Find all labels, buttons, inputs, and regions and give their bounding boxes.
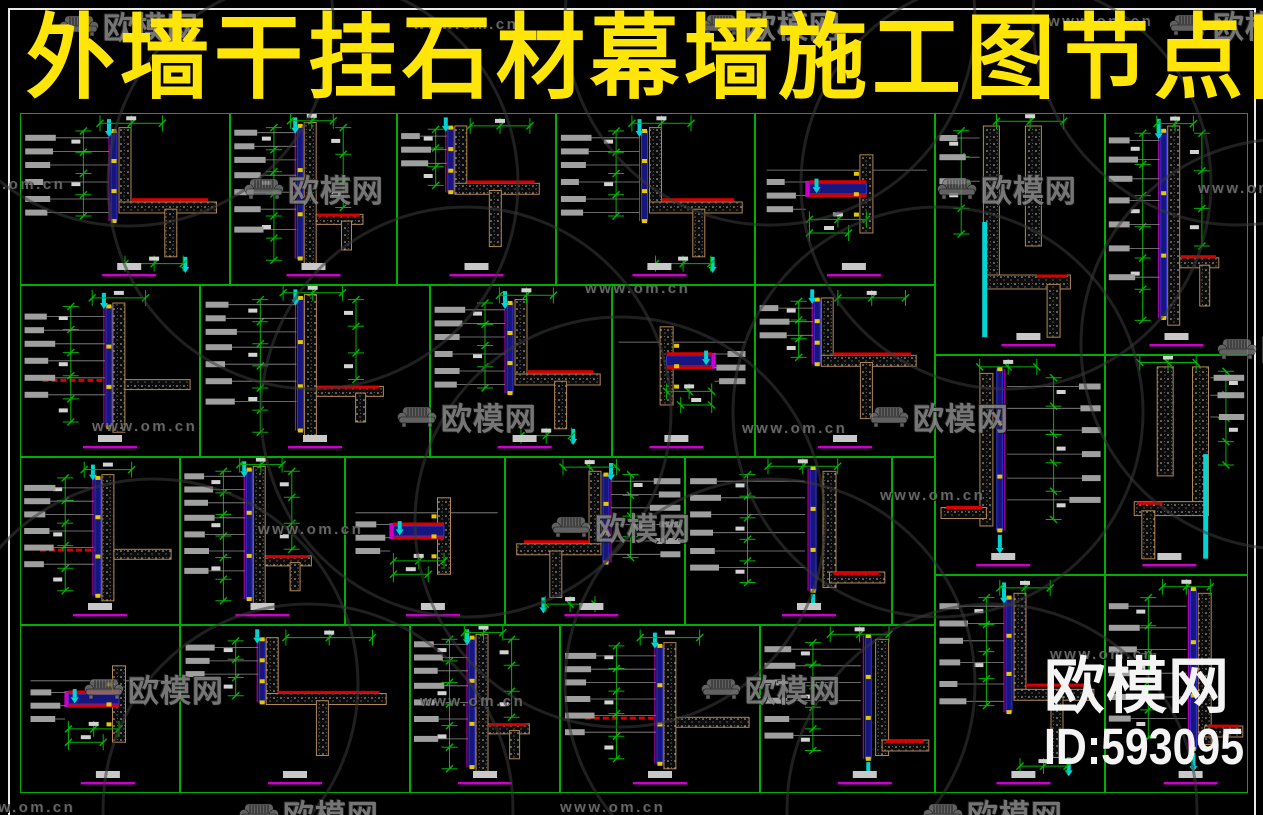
detail-cell xyxy=(935,113,1105,355)
detail-cell xyxy=(20,625,180,793)
sheet-title: 外墙干挂石材幕墙施工图节点图 xyxy=(26,9,1263,111)
detail-cell xyxy=(760,625,935,793)
detail-cell xyxy=(612,285,755,457)
detail-cell xyxy=(230,113,397,285)
detail-cell xyxy=(505,457,685,625)
detail-cell xyxy=(1105,355,1248,575)
site-brand: 欧模网 ID:593095 xyxy=(1044,652,1263,775)
detail-cell xyxy=(20,285,200,457)
brand-id: ID:593095 xyxy=(1044,718,1245,775)
detail-cell xyxy=(755,285,935,457)
detail-cell xyxy=(410,625,560,793)
detail-cell xyxy=(345,457,505,625)
detail-cell xyxy=(1105,113,1248,355)
detail-cell xyxy=(755,113,935,285)
detail-cell xyxy=(892,457,935,625)
detail-cell xyxy=(685,457,892,625)
detail-cell xyxy=(556,113,755,285)
detail-cell xyxy=(180,625,410,793)
detail-cell xyxy=(397,113,556,285)
detail-cell xyxy=(200,285,430,457)
detail-cell xyxy=(560,625,760,793)
detail-cell xyxy=(935,355,1105,575)
detail-cell xyxy=(20,457,180,625)
detail-cell xyxy=(430,285,612,457)
brand-name: 欧模网 xyxy=(1044,652,1231,720)
detail-cell xyxy=(20,113,230,285)
detail-cell xyxy=(180,457,345,625)
